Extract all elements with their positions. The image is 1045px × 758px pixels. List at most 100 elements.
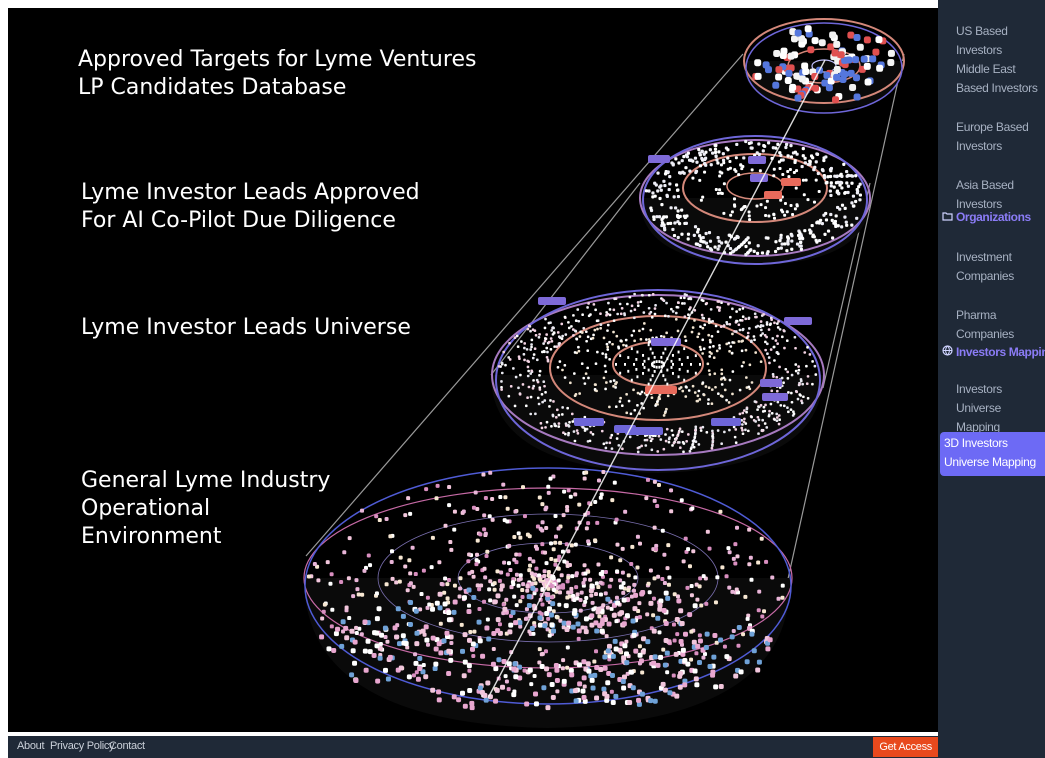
entity-node [466,587,472,593]
entity-node [720,442,723,445]
entity-node [586,306,589,309]
entity-node [527,369,530,373]
sidebar-item-us-investors[interactable]: US Based Investors [956,24,1008,57]
entity-node [532,353,536,356]
entity-node [605,313,608,317]
region-tag[interactable] [748,156,766,164]
region-tag[interactable] [762,393,788,401]
entity-node [853,34,861,42]
entity-node [781,173,785,177]
entity-node [648,600,654,606]
entity-node [565,579,570,584]
entity-node [811,382,814,386]
layered-universe-3d-view[interactable] [8,8,938,732]
sidebar-section-organizations[interactable]: Organizations [938,208,1045,227]
entity-node [582,602,587,607]
entity-node [686,356,689,359]
sidebar-item-europe-investors[interactable]: Europe Based Investors [956,120,1029,153]
entity-node [527,324,531,328]
entity-node [493,666,499,672]
disc-investor-leads-universe[interactable] [491,289,825,473]
region-tag[interactable] [760,379,782,387]
entity-node [689,584,694,589]
entity-node [573,329,577,333]
region-tag[interactable] [574,418,604,426]
entity-node [776,247,780,251]
sidebar-item-middle-east-investors[interactable]: Middle East Based Investors [956,62,1038,95]
footer-link-contact[interactable]: Contact [109,740,145,752]
region-tag[interactable] [648,155,670,163]
region-tag[interactable] [651,338,681,346]
sidebar-item-investors-universe-mapping[interactable]: Investors Universe Mapping [956,382,1002,434]
entity-node [796,397,800,401]
entity-node [610,433,614,437]
entity-node [632,329,636,333]
region-tag[interactable] [538,297,566,305]
entity-node [444,630,450,636]
entity-node [630,378,633,382]
entity-node [529,682,534,687]
disc-approved-targets[interactable] [743,18,905,114]
region-tag[interactable] [625,427,663,435]
footer-link-privacy-policy[interactable]: Privacy Policy [50,740,115,752]
disc-operational-environment[interactable] [303,467,793,728]
entity-node [717,392,720,396]
region-tag[interactable] [645,386,677,394]
sidebar-section-investors-mapping[interactable]: Investors Mapping [938,343,1045,362]
sidebar-item-3d-investors-universe-mapping[interactable]: 3D Investors Universe Mapping [940,432,1045,476]
entity-node [643,322,646,325]
entity-node [604,370,608,373]
entity-node [612,480,617,485]
entity-node [808,353,812,356]
entity-node [686,547,691,552]
entity-node [720,301,723,304]
entity-node [569,672,575,678]
region-tag[interactable] [711,418,741,426]
entity-node [638,329,641,333]
entity-node [638,392,642,396]
entity-node [569,381,572,385]
sidebar-item-investment-companies[interactable]: Investment Companies [956,250,1014,283]
entity-node [613,693,619,699]
entity-node [384,582,389,587]
region-tag[interactable] [784,317,812,325]
entity-node [635,565,640,570]
entity-node [654,304,657,307]
entity-node [427,602,432,607]
entity-node [575,337,579,341]
entity-node [573,394,577,397]
region-tag[interactable] [764,191,782,199]
entity-node [623,651,629,657]
disc-approved-leads[interactable] [639,135,871,265]
entity-node [570,624,576,630]
entity-node [543,350,546,354]
entity-node [660,360,663,364]
entity-node [378,641,383,646]
entity-node [383,667,389,673]
entity-node [523,358,526,362]
entity-node [615,381,618,384]
entity-node [633,575,638,580]
get-access-button[interactable]: Get Access [873,737,938,757]
region-tag[interactable] [750,174,768,182]
entity-node [759,320,763,323]
entity-node [658,365,661,369]
entity-node [778,365,781,369]
entity-node [562,489,567,494]
entity-node [693,676,699,682]
entity-node [702,393,706,397]
entity-node [756,608,761,613]
entity-node [774,146,778,150]
entity-node [651,374,654,378]
region-tag[interactable] [781,178,801,186]
footer-link-about[interactable]: About [17,740,45,752]
entity-node [524,607,529,612]
entity-node [748,363,752,367]
entity-node [685,385,688,389]
entity-node [446,671,452,677]
entity-node [660,334,663,338]
entity-node [775,73,783,81]
sidebar-item-asia-investors[interactable]: Asia Based Investors [956,178,1014,211]
sidebar-item-pharma-companies[interactable]: Pharma Companies [956,308,1014,341]
entity-node [765,426,769,429]
